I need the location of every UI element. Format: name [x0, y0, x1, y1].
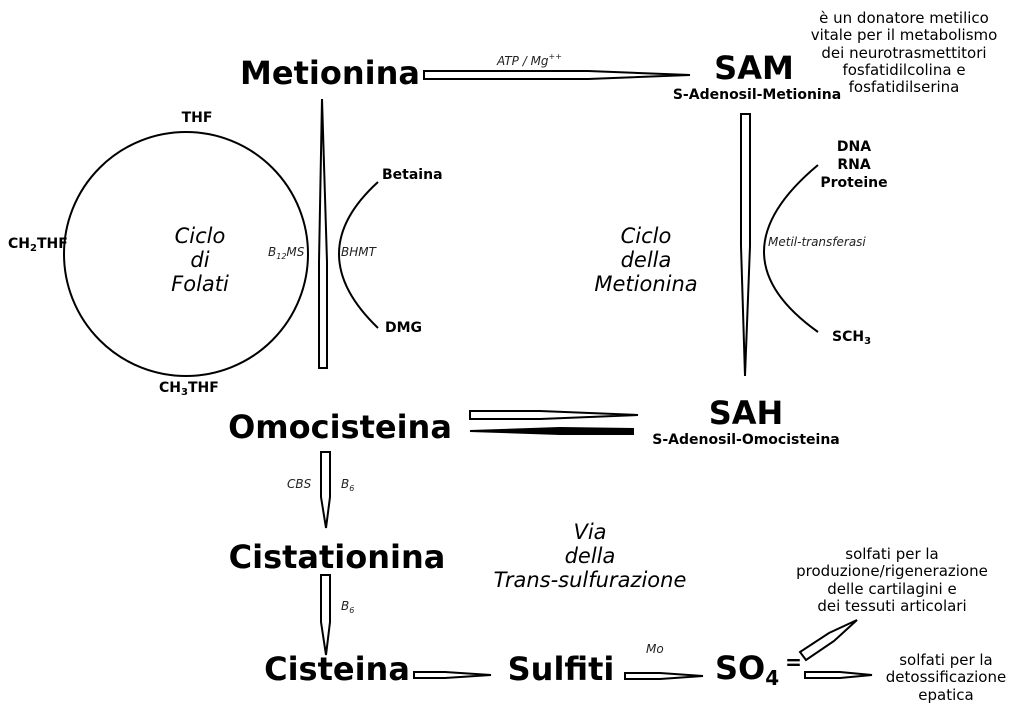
cycle-label-folati: Ciclo di Folati: [171, 224, 229, 297]
enzyme-b6-second: B6: [341, 599, 355, 615]
node-sulfiti: Sulfiti: [507, 650, 615, 688]
enzyme-b12ms: B12MS: [268, 245, 305, 261]
node-cistationina: Cistationina: [228, 538, 446, 576]
node-sah: SAH: [708, 394, 784, 432]
arrow-sulfiti-to-so4: [624, 672, 704, 680]
enzyme-mo: Mo: [646, 642, 664, 656]
molecule-dmg: DMG: [385, 320, 423, 336]
arrow-metionina-omocisteina: [318, 98, 328, 369]
arrow-omocisteina-to-cistationina: [320, 451, 331, 529]
bhmt-arc: [338, 181, 379, 329]
arrow-omocisteina-to-sah: [469, 410, 639, 420]
node-omocisteina: Omocisteina: [228, 408, 452, 446]
cycle-label-metionina: Ciclo della Metionina: [594, 224, 698, 297]
arrow-so4-to-cartilagini: [798, 619, 858, 662]
enzyme-atp-mg: ATP / Mg++: [497, 52, 562, 68]
node-sah-full: S-Adenosil-Omocisteina: [652, 432, 840, 448]
arrow-metionina-to-sam: [423, 70, 691, 80]
node-cisteina: Cisteina: [264, 650, 410, 688]
enzyme-bhmt: BHMT: [341, 245, 376, 259]
node-sam-full: S-Adenosil-Metionina: [672, 87, 842, 103]
molecule-betaina: Betaina: [382, 167, 443, 183]
molecule-sch3: SCH3: [832, 329, 872, 347]
note-solfati-cartilagini: solfati per la produzione/rigenerazione …: [796, 545, 988, 615]
enzyme-metil-transferasi: Metil-transferasi: [768, 235, 866, 249]
node-metionina: Metionina: [240, 54, 420, 92]
pathway-label-trans-sulfurazione: Via della Trans-sulfurazione: [493, 520, 687, 593]
note-sam-function: è un donatore metilico vitale per il met…: [810, 9, 998, 96]
molecule-dna: DNA: [836, 139, 872, 155]
molecule-ch2thf: CH2THF: [8, 236, 68, 254]
folate-cycle-circle: [63, 131, 309, 377]
arrow-sam-to-sah: [740, 113, 751, 377]
arrow-cisteina-to-sulfiti: [413, 671, 492, 679]
molecule-proteine: Proteine: [820, 175, 888, 191]
arrow-sah-to-omocisteina: [469, 426, 634, 435]
note-solfati-detossificazione: solfati per la detossificazione epatica: [885, 651, 1007, 704]
node-so4: SO4=: [715, 649, 802, 690]
molecule-rna: RNA: [837, 157, 871, 173]
node-sam: SAM: [714, 49, 794, 87]
enzyme-b6-first: B6: [341, 477, 355, 493]
molecule-thf: THF: [181, 110, 213, 126]
metiltransferasi-arc: [763, 164, 819, 333]
molecule-ch3thf: CH3THF: [159, 380, 219, 398]
arrow-cistationina-to-cisteina: [320, 574, 331, 656]
arrow-so4-to-detox: [804, 671, 873, 679]
enzyme-cbs: CBS: [287, 477, 312, 491]
